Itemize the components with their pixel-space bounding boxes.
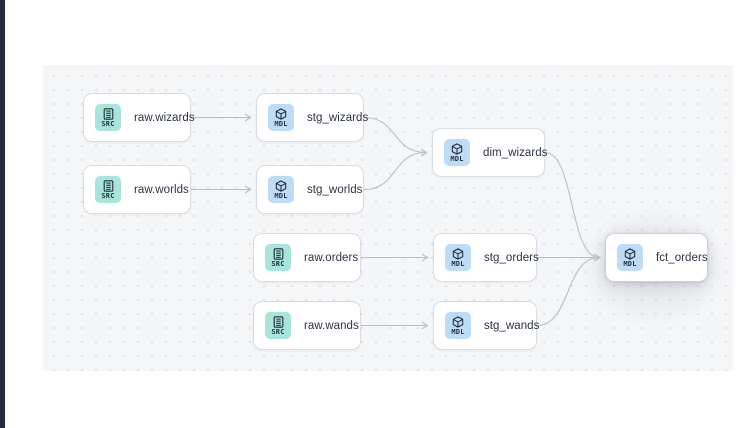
node-kind-badge-mdl: MDL xyxy=(617,244,643,271)
node-label: stg_orders xyxy=(484,251,539,264)
dag-node-stg_orders[interactable]: MDL stg_orders xyxy=(433,233,539,282)
node-kind-badge-mdl: MDL xyxy=(445,312,471,339)
dag-node-raw_wizards[interactable]: SRC raw.wizards xyxy=(83,93,195,142)
app-rail xyxy=(0,0,5,428)
edge-arrowhead xyxy=(244,185,252,194)
node-kind-label: MDL xyxy=(451,259,465,268)
cube-icon xyxy=(451,142,463,155)
node-kind-badge-src: SRC xyxy=(95,176,121,203)
edge-arrowhead xyxy=(420,148,428,157)
node-label: raw.wizards xyxy=(134,111,195,124)
dag-node-raw_orders[interactable]: SRC raw.orders xyxy=(253,233,361,282)
node-kind-label: MDL xyxy=(623,259,637,268)
node-label: stg_wizards xyxy=(307,111,369,124)
edge-arrowhead xyxy=(420,148,428,157)
cube-icon xyxy=(452,315,464,328)
database-icon xyxy=(273,315,284,328)
node-kind-label: MDL xyxy=(450,154,464,163)
node-kind-badge-src: SRC xyxy=(265,312,291,339)
cube-icon xyxy=(275,107,287,120)
dag-node-dim_wizards[interactable]: MDL dim_wizards xyxy=(432,128,548,177)
edge-arrowhead xyxy=(593,253,601,262)
dag-node-raw_worlds[interactable]: SRC raw.worlds xyxy=(83,165,191,214)
database-icon xyxy=(103,107,114,120)
edge-stg_wands-to-fct_orders xyxy=(536,256,600,327)
database-icon xyxy=(273,247,284,260)
node-label: stg_worlds xyxy=(307,183,363,196)
node-kind-label: SRC xyxy=(101,119,115,128)
node-kind-label: MDL xyxy=(274,119,288,128)
dag-node-fct_orders[interactable]: MDL fct_orders xyxy=(605,233,708,282)
node-kind-badge-mdl: MDL xyxy=(268,104,294,131)
edge-arrowhead xyxy=(421,253,429,262)
edge-arrowhead xyxy=(421,321,429,330)
dag-node-stg_worlds[interactable]: MDL stg_worlds xyxy=(256,165,364,214)
node-label: raw.worlds xyxy=(134,183,189,196)
node-label: dim_wizards xyxy=(483,146,548,159)
node-kind-label: MDL xyxy=(274,191,288,200)
node-kind-label: SRC xyxy=(271,327,285,336)
node-kind-label: SRC xyxy=(101,191,115,200)
node-kind-label: SRC xyxy=(271,259,285,268)
node-kind-badge-mdl: MDL xyxy=(268,176,294,203)
cube-icon xyxy=(624,247,636,260)
dag-node-raw_wands[interactable]: SRC raw.wands xyxy=(253,301,361,350)
edge-arrowhead xyxy=(593,253,601,262)
node-label: raw.wands xyxy=(304,319,359,332)
database-icon xyxy=(103,179,114,192)
edge-dim_wizards-to-fct_orders xyxy=(544,151,600,259)
edge-arrowhead xyxy=(593,253,601,262)
node-label: stg_wands xyxy=(484,319,540,332)
node-kind-badge-src: SRC xyxy=(95,104,121,131)
node-label: fct_orders xyxy=(656,251,708,264)
edge-stg_worlds-to-dim_wizards xyxy=(363,151,427,191)
dag-node-stg_wands[interactable]: MDL stg_wands xyxy=(433,301,540,350)
edge-arrowhead xyxy=(244,113,252,122)
edge-stg_wizards-to-dim_wizards xyxy=(363,116,427,154)
dag-node-stg_wizards[interactable]: MDL stg_wizards xyxy=(256,93,368,142)
node-label: raw.orders xyxy=(304,251,359,264)
node-kind-badge-mdl: MDL xyxy=(444,139,470,166)
cube-icon xyxy=(452,247,464,260)
node-kind-badge-src: SRC xyxy=(265,244,291,271)
cube-icon xyxy=(275,179,287,192)
node-kind-badge-mdl: MDL xyxy=(445,244,471,271)
node-kind-label: MDL xyxy=(451,327,465,336)
